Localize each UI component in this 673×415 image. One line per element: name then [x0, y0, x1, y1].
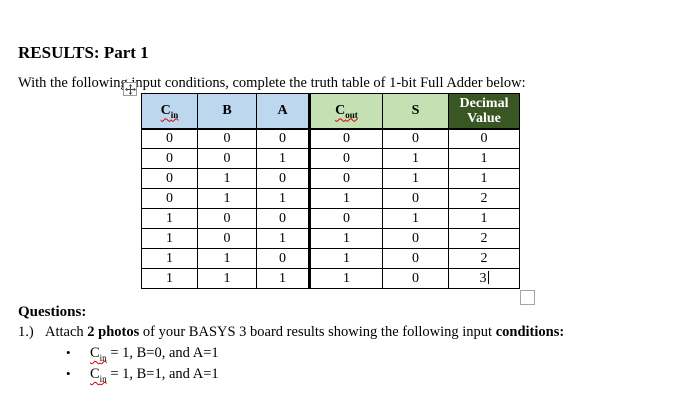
questions-heading: Questions:	[18, 304, 87, 320]
table-resize-handle[interactable]	[520, 290, 535, 305]
truth-table-cell[interactable]: 0	[141, 168, 198, 189]
truth-table-cell[interactable]: 1	[382, 168, 449, 189]
truth-table-cell[interactable]: 1	[448, 208, 520, 229]
bullet-text: Cin = 1, B=0, and A=1	[90, 345, 219, 363]
truth-table-cell[interactable]: 0	[308, 128, 383, 149]
truth-table-cell[interactable]: 1	[141, 208, 198, 229]
intro-text: With the following input conditions, com…	[18, 74, 526, 91]
truth-table-cell[interactable]: 0	[141, 128, 198, 149]
bullet-text: Cin = 1, B=1, and A=1	[90, 366, 219, 384]
truth-table-cell[interactable]: 0	[197, 128, 257, 149]
bullet-icon: •	[66, 366, 71, 381]
truth-table-cell[interactable]: 0	[256, 128, 310, 149]
bullet-list: • Cin = 1, B=0, and A=1 • Cin = 1, B=1, and…	[18, 345, 564, 383]
truth-table-cell[interactable]: 0	[141, 188, 198, 209]
truth-table-cell[interactable]: 1	[308, 188, 383, 209]
variable-label: Cin	[90, 366, 107, 384]
truth-table-cell[interactable]: 0	[448, 128, 520, 149]
question-text: Attach 2 photos of your BASYS 3 board re…	[45, 324, 564, 340]
truth-table-cell[interactable]: 1	[197, 168, 257, 189]
truth-table-cell[interactable]: 1	[382, 208, 449, 229]
truth-table-cell[interactable]: 0	[256, 248, 310, 269]
truth-table-cell[interactable]: 1	[382, 148, 449, 169]
question-text-segment: of your BASYS 3 board results showing th…	[139, 324, 496, 340]
truth-table-cell[interactable]: 0	[256, 168, 310, 189]
variable-label: Cout	[335, 103, 358, 121]
truth-table-cell[interactable]: 1	[256, 268, 310, 289]
variable-label: Cin	[160, 103, 179, 121]
truth-table-cell[interactable]: 0	[382, 248, 449, 269]
truth-table-cell[interactable]: 2	[448, 228, 520, 249]
header-cell-decimal-value[interactable]: Decimal Value	[448, 93, 520, 130]
bullet-item: • Cin = 1, B=1, and A=1	[66, 366, 564, 383]
truth-table-cell[interactable]: 1	[256, 188, 310, 209]
text-cursor	[487, 270, 489, 284]
truth-table-cell[interactable]: 0	[197, 228, 257, 249]
truth-table-cell[interactable]: 0	[382, 228, 449, 249]
header-cell-a[interactable]: A	[256, 93, 310, 130]
truth-table-cell[interactable]: 1	[256, 148, 310, 169]
truth-table-cell[interactable]: 3	[448, 268, 520, 289]
truth-table-cell[interactable]: 0	[197, 208, 257, 229]
truth-table-cell[interactable]: 2	[448, 188, 520, 209]
header-cell-cin[interactable]: Cin	[141, 93, 198, 130]
truth-table-cell[interactable]: 1	[308, 268, 383, 289]
truth-table-cell[interactable]: 0	[308, 208, 383, 229]
truth-table-cell[interactable]: 0	[382, 128, 449, 149]
truth-table-cell[interactable]: 1	[197, 188, 257, 209]
page-title: RESULTS: Part 1	[18, 43, 149, 63]
header-cell-b[interactable]: B	[197, 93, 257, 130]
truth-table-cell[interactable]: 1	[141, 228, 198, 249]
question-text-segment: 2 photos	[87, 324, 140, 340]
question-number: 1.)	[18, 324, 34, 340]
variable-label: Cin	[90, 345, 107, 363]
question-text-segment: conditions:	[495, 324, 565, 340]
truth-table-cell[interactable]: 0	[308, 168, 383, 189]
truth-table-cell[interactable]: 0	[141, 148, 198, 169]
bullet-icon: •	[66, 345, 71, 360]
truth-table-cell[interactable]: 1	[308, 228, 383, 249]
question-text-segment: Attach	[45, 324, 88, 340]
truth-table-cell[interactable]: 0	[382, 188, 449, 209]
header-cell-s[interactable]: S	[382, 93, 449, 130]
table-move-handle[interactable]	[123, 82, 137, 96]
truth-table-cell[interactable]: 0	[256, 208, 310, 229]
truth-table-cell[interactable]: 1	[141, 248, 198, 269]
truth-table-cell[interactable]: 1	[197, 248, 257, 269]
header-cell-cout[interactable]: Cout	[308, 93, 383, 130]
truth-table-cell[interactable]: 1	[448, 148, 520, 169]
truth-table-cell[interactable]: 1	[141, 268, 198, 289]
truth-table-cell[interactable]: 0	[197, 148, 257, 169]
truth-table-cell[interactable]: 1	[448, 168, 520, 189]
truth-table-cell[interactable]: 0	[382, 268, 449, 289]
questions-section: Questions: 1.) Attach 2 photos of your BA…	[18, 304, 564, 383]
truth-table-cell[interactable]: 1	[197, 268, 257, 289]
truth-table-cell[interactable]: 1	[256, 228, 310, 249]
truth-table-cell[interactable]: 2	[448, 248, 520, 269]
bullet-item: • Cin = 1, B=0, and A=1	[66, 345, 564, 362]
question-item-1: 1.) Attach 2 photos of your BASYS 3 board…	[18, 324, 564, 341]
truth-table-cell[interactable]: 0	[308, 148, 383, 169]
truth-table-cell[interactable]: 1	[308, 248, 383, 269]
move-arrows-icon	[124, 83, 136, 95]
